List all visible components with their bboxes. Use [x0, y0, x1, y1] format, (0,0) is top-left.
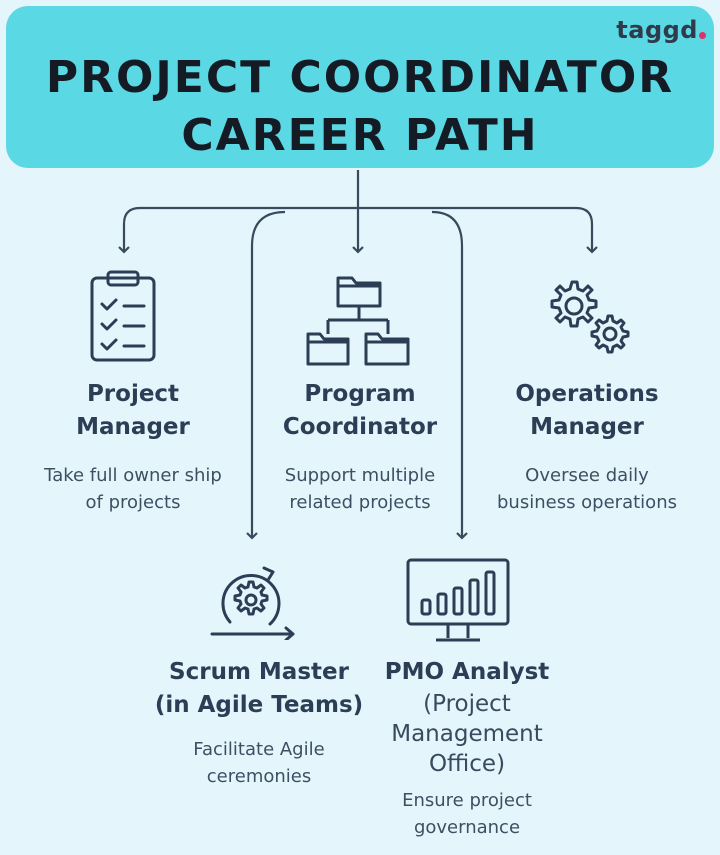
role-subtitle: Office)	[428, 751, 506, 777]
role-title: Manager	[530, 414, 644, 440]
branch-line-left	[118, 206, 358, 254]
role-title: PMO Analyst	[384, 659, 550, 685]
role-title: Scrum Master	[169, 659, 349, 685]
page-title-line2: CAREER PATH	[181, 110, 539, 161]
role-operations-manager: Operations Manager Oversee daily busines…	[474, 378, 700, 516]
branch-line-pmo	[431, 210, 468, 540]
header-banner: taggd	[6, 6, 714, 168]
role-description: Ensure project	[402, 790, 532, 811]
role-description: Facilitate Agile	[193, 739, 325, 760]
agile-cycle-gear-icon	[210, 566, 295, 640]
role-description: Support multiple	[284, 465, 436, 486]
role-description: of projects	[85, 492, 181, 513]
role-description: Oversee daily	[525, 465, 649, 486]
branch-line-scrum	[246, 210, 286, 540]
brand-logo-dot	[699, 32, 706, 39]
folder-hierarchy-icon	[306, 276, 410, 366]
role-description: Take full owner ship	[44, 465, 222, 486]
role-title: (in Agile Teams)	[154, 692, 364, 718]
role-program-coordinator: Program Coordinator Support multiple rel…	[250, 378, 470, 516]
role-description: ceremonies	[206, 766, 312, 787]
role-subtitle: (Project	[423, 691, 511, 717]
role-description: business operations	[497, 492, 677, 513]
role-title: Coordinator	[282, 414, 438, 440]
role-description: related projects	[289, 492, 431, 513]
role-scrum-master: Scrum Master (in Agile Teams) Facilitate…	[134, 656, 384, 790]
role-pmo-analyst: PMO Analyst (Project Management Office) …	[362, 656, 572, 841]
role-description: governance	[413, 817, 521, 838]
role-subtitle: Management	[391, 721, 543, 747]
monitor-bar-chart-icon	[406, 558, 510, 642]
role-title: Manager	[76, 414, 190, 440]
role-title: Operations	[515, 381, 659, 407]
brand-logo: taggd	[616, 16, 698, 44]
clipboard-checklist-icon	[90, 270, 156, 362]
role-project-manager: Project Manager Take full owner ship of …	[20, 378, 246, 516]
branch-line-right	[358, 206, 598, 254]
role-title: Project	[86, 381, 180, 407]
page-title-line1: PROJECT COORDINATOR	[45, 52, 675, 103]
role-title: Program	[304, 381, 416, 407]
gears-icon	[550, 280, 630, 354]
